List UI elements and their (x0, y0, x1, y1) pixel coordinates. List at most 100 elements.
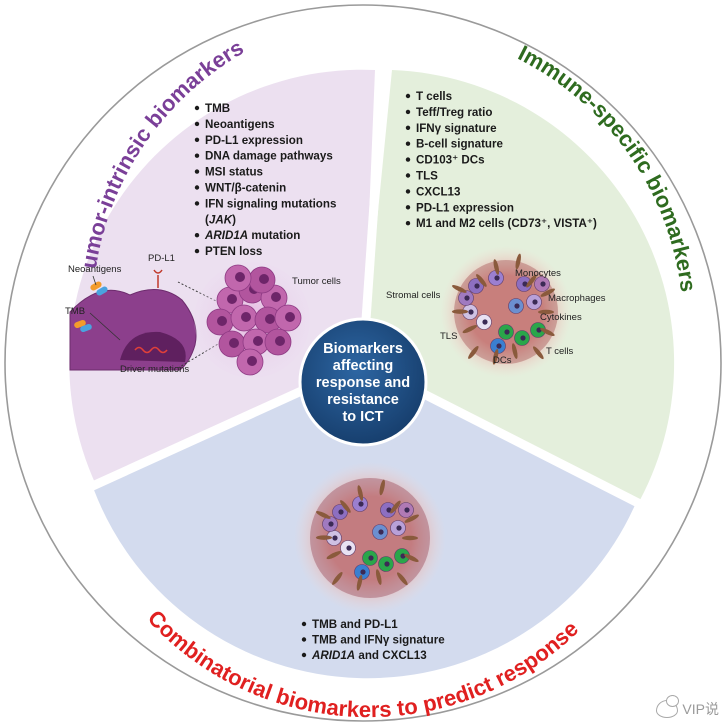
tls-cell-nucleus (346, 545, 352, 551)
label-pd-l1: PD-L1 (148, 253, 175, 264)
label-tls: TLS (440, 331, 457, 342)
tls-cell-nucleus (482, 319, 488, 325)
center-title-line: resistance (327, 392, 399, 408)
tumor-biomarker-bullet (194, 201, 200, 206)
stromal-fiber (492, 348, 499, 365)
tumor-biomarker-item: TMB (205, 102, 230, 115)
center-title-line: to ICT (342, 409, 383, 425)
stromal-fiber (538, 309, 554, 315)
macrophage-nucleus (514, 303, 520, 309)
tumor-biomarker-bullet (194, 121, 200, 127)
nucleus-shape (120, 331, 186, 362)
monocyte-nucleus (494, 275, 500, 281)
label-dcs: DCs (493, 355, 512, 366)
stromal-fiber (356, 574, 363, 591)
monocyte-nucleus (386, 507, 392, 513)
stromal-fiber (404, 553, 419, 563)
monocyte-nucleus (474, 283, 480, 289)
stromal-fiber (452, 285, 467, 293)
stromal-fiber (357, 485, 364, 501)
stromal-fiber (390, 500, 401, 514)
label-tmb: TMB (65, 306, 85, 317)
tumor-nucleus (259, 274, 269, 284)
immune-biomarker-bullet (405, 109, 411, 115)
center-title-line: response and (316, 375, 410, 391)
stromal-fiber (375, 569, 382, 585)
immune-biomarker-item: Teff/Treg ratio (416, 106, 492, 119)
immune-biomarker-item: CXCL13 (416, 185, 461, 198)
label-stromal-cells: Stromal cells (386, 290, 441, 301)
tumor-biomarker-item: Neoantigens (205, 118, 275, 131)
t-cell-nucleus (384, 561, 390, 567)
tumor-biomarker-bullet (194, 185, 200, 190)
tumor-nucleus (227, 294, 237, 304)
stromal-fiber (540, 327, 555, 337)
tumor-cell-cluster: Tumor cells (194, 262, 341, 378)
monocyte-nucleus (404, 507, 410, 513)
tumor-nucleus (271, 292, 281, 302)
monocyte-nucleus (358, 501, 364, 507)
immune-biomarker-bullet (405, 157, 411, 162)
tumor-nucleus (253, 336, 263, 346)
leader-line-1 (177, 281, 229, 308)
tumor-nucleus (235, 272, 245, 282)
stromal-fiber (515, 253, 521, 270)
stromal-fiber (316, 535, 333, 540)
monocyte-nucleus (328, 521, 334, 527)
dendritic-cell-nucleus (360, 569, 366, 575)
tumor-biomarker-bullet (194, 248, 200, 254)
tumor-nucleus (241, 312, 251, 322)
stromal-fiber (540, 288, 555, 297)
dna-strand (134, 346, 168, 354)
combined-microenvironment (294, 462, 446, 614)
stromal-fiber (316, 511, 331, 519)
tumor-nucleus (285, 312, 295, 322)
immune-biomarker-bullet (405, 93, 411, 99)
stromal-fiber (493, 259, 500, 275)
stromal-fiber (468, 346, 479, 359)
stromal-fiber (332, 572, 343, 585)
label-cytokines: Cytokines (540, 312, 582, 323)
immune-biomarker-bullet (405, 125, 411, 130)
watermark-text: VIP说 (682, 701, 719, 717)
label-t-cells: T cells (546, 346, 574, 357)
combo-biomarker-item: ARID1A and CXCL13 (311, 649, 427, 662)
tls-cell-nucleus (468, 309, 474, 315)
t-cell-nucleus (504, 329, 510, 335)
combo-biomarker-item: TMB and PD-L1 (312, 618, 398, 631)
separator-top (358, 59, 389, 364)
tumor-biomarker-item: PTEN loss (205, 245, 262, 258)
label-macrophages: Macrophages (548, 293, 606, 304)
stromal-fiber (526, 274, 537, 288)
tumor-biomarker-bullet (194, 105, 200, 111)
t-cell-nucleus (520, 335, 526, 341)
label-monocytes: Monocytes (515, 268, 561, 279)
tumor-biomarker-item: WNT/β-catenin (205, 182, 286, 195)
macrophage-nucleus (532, 299, 538, 305)
tumor-nucleus (217, 316, 227, 326)
stromal-fiber (462, 325, 478, 334)
leader-line-tmb (89, 312, 121, 341)
combo-biomarker-bullet (301, 637, 307, 642)
neoantigen-capsules (74, 281, 108, 333)
center-title-line: Biomarkers (323, 341, 403, 357)
combo-biomarker-item: TMB and IFNγ signature (312, 634, 445, 647)
immune-biomarker-item: TLS (416, 170, 438, 183)
tumor-biomarker-item: IFN signaling mutations (205, 197, 336, 210)
wechat-icon (656, 695, 680, 718)
immune-biomarker-item: PD-L1 expression (416, 201, 514, 214)
stromal-fiber (511, 343, 518, 359)
immune-biomarker-item: IFNγ signature (416, 122, 497, 135)
pd-l1-receptor (153, 269, 163, 288)
tumor-nucleus (229, 338, 239, 348)
stromal-fiber (404, 514, 419, 523)
tumor-biomarker-bullet (194, 233, 200, 238)
stromal-fiber (397, 572, 408, 586)
immune-biomarker-bullet (405, 189, 411, 194)
label-driver-mutations: Driver mutations (120, 364, 189, 375)
center-title-line: affecting (333, 358, 393, 374)
stromal-fiber (402, 535, 418, 541)
monocyte-nucleus (540, 281, 546, 287)
